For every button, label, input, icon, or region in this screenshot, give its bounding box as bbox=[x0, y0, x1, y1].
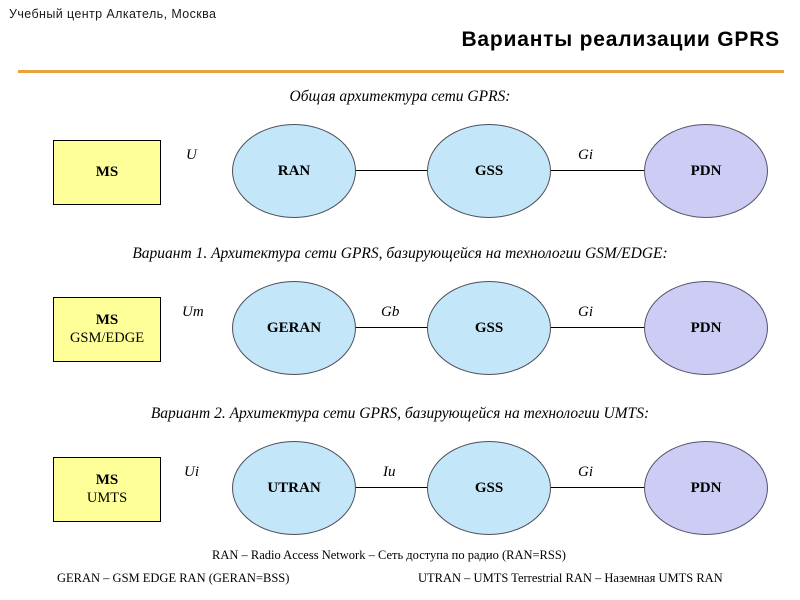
terminal-label-sub: UMTS bbox=[86, 489, 128, 506]
terminal-label-main: MS bbox=[95, 312, 119, 329]
note-geran: GERAN – GSM EDGE RAN (GERAN=BSS) bbox=[57, 571, 290, 585]
diagram-caption-0: Общая архитектура сети GPRS: bbox=[289, 88, 511, 105]
link-gss-pdn bbox=[549, 487, 645, 489]
network-node-gss: GSS bbox=[427, 124, 551, 218]
diagram-caption-2: Вариант 2. Архитектура сети GPRS, базиру… bbox=[150, 405, 650, 422]
terminal-node-0: MS bbox=[53, 140, 161, 205]
interface-label-ui: Ui bbox=[184, 464, 199, 480]
diagram-caption-1: Вариант 1. Архитектура сети GPRS, базиру… bbox=[132, 245, 668, 262]
link-gss-pdn bbox=[549, 327, 645, 329]
diagram-row-1: MS GSM/EDGE GERAN GSS PDN Um Gb Gi bbox=[0, 281, 800, 381]
title-divider bbox=[18, 70, 784, 73]
network-node-geran: GERAN bbox=[232, 281, 356, 375]
link-geran-gss bbox=[354, 327, 428, 329]
network-node-pdn: PDN bbox=[644, 441, 768, 535]
terminal-label-sub: GSM/EDGE bbox=[69, 329, 145, 346]
interface-label-gb: Gb bbox=[381, 304, 400, 320]
network-node-pdn: PDN bbox=[644, 281, 768, 375]
network-node-utran: UTRAN bbox=[232, 441, 356, 535]
link-utran-gss bbox=[354, 487, 428, 489]
page-title: Варианты реализации GPRS bbox=[461, 28, 780, 51]
terminal-label-main: MS bbox=[95, 163, 119, 180]
diagram-row-0: MS RAN GSS PDN U Gi bbox=[0, 124, 800, 224]
network-node-gss: GSS bbox=[427, 281, 551, 375]
note-utran: UTRAN – UMTS Terrestrial RAN – Наземная … bbox=[418, 571, 723, 585]
interface-label-iu: Iu bbox=[383, 464, 396, 480]
interface-label-gi: Gi bbox=[578, 304, 593, 320]
org-label: Учебный центр Алкатель, Москва bbox=[9, 7, 217, 21]
link-ran-gss bbox=[354, 170, 428, 172]
diagram-row-2: MS UMTS UTRAN GSS PDN Ui Iu Gi bbox=[0, 441, 800, 541]
network-node-gss: GSS bbox=[427, 441, 551, 535]
interface-label-um: Um bbox=[182, 304, 204, 320]
note-ran: RAN – Radio Access Network – Сеть доступ… bbox=[212, 548, 566, 562]
interface-label-u: U bbox=[186, 147, 197, 163]
terminal-node-1: MS GSM/EDGE bbox=[53, 297, 161, 362]
network-node-pdn: PDN bbox=[644, 124, 768, 218]
terminal-label-main: MS bbox=[95, 472, 119, 489]
link-gss-pdn bbox=[549, 170, 645, 172]
network-node-ran: RAN bbox=[232, 124, 356, 218]
interface-label-gi: Gi bbox=[578, 147, 593, 163]
interface-label-gi: Gi bbox=[578, 464, 593, 480]
terminal-node-2: MS UMTS bbox=[53, 457, 161, 522]
